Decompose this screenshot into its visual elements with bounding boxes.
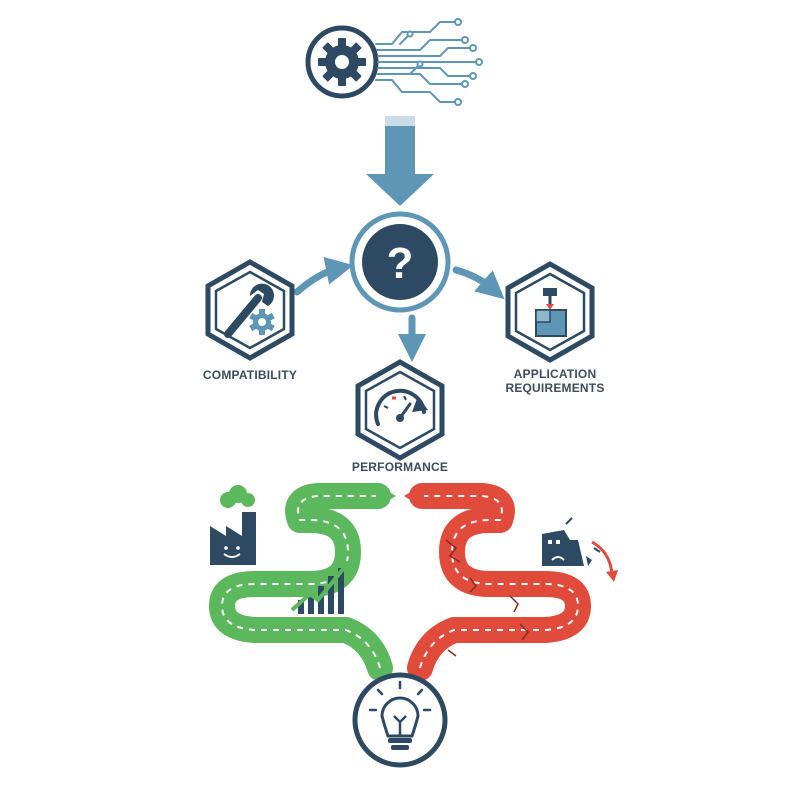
compatibility-label: COMPATIBILITY — [202, 368, 298, 382]
rising-chart-icon — [290, 560, 350, 614]
application-requirements-node — [505, 261, 595, 363]
collapsing-building-icon — [542, 517, 618, 582]
lightbulb-icon — [368, 680, 432, 750]
application-requirements-label: APPLICATION REQUIREMENTS — [490, 367, 620, 395]
down-arrow-icon — [366, 116, 434, 206]
happy-factory-icon — [210, 485, 256, 565]
application-requirements-label-line1: APPLICATION — [513, 367, 597, 381]
failure-road — [404, 483, 591, 681]
crane-box-icon — [535, 288, 567, 337]
compatibility-node — [205, 259, 295, 361]
application-requirements-label-line2: REQUIREMENTS — [505, 381, 605, 395]
gear-circuit-icon — [305, 18, 483, 106]
wrench-gear-icon — [224, 283, 275, 338]
speedometer-icon — [374, 388, 428, 426]
performance-node — [355, 359, 445, 461]
success-road — [209, 483, 396, 681]
question-node: ? — [349, 211, 451, 313]
arrow-to-question — [293, 257, 354, 296]
performance-label: PERFORMANCE — [351, 460, 449, 474]
idea-node — [352, 672, 448, 768]
question-mark-icon: ? — [387, 239, 414, 288]
arrow-to-application — [452, 266, 505, 300]
